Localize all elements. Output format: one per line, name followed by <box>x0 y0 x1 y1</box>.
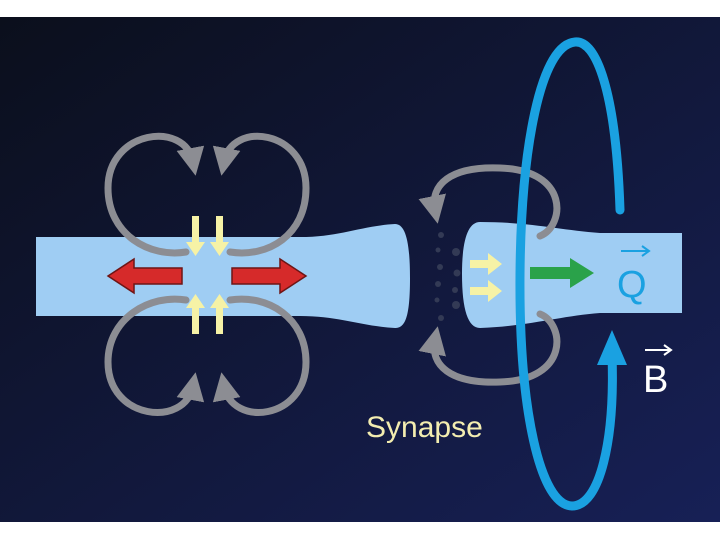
synapse-label: Synapse <box>366 411 483 444</box>
left-arrow-icon <box>106 257 183 295</box>
current-loop-synapse-lower <box>418 310 561 386</box>
right-arrow-icon <box>470 253 502 275</box>
up-arrow-icon <box>186 294 205 334</box>
right-arrow-icon <box>470 280 502 302</box>
current-loop-upper-right <box>212 132 310 257</box>
current-loop-synapse-upper <box>418 164 561 240</box>
vesicle <box>452 301 460 309</box>
current-loop-lower-right <box>212 295 310 416</box>
q-vector-letter: Q <box>617 264 647 306</box>
axon-presynaptic <box>36 224 410 328</box>
vesicle <box>434 297 440 303</box>
current-dipole-arrow <box>530 258 594 288</box>
vector-arrow-icon <box>645 344 673 356</box>
down-arrow-icon <box>186 216 205 256</box>
b-vector-label: B <box>643 344 673 401</box>
magnetic-field-loop <box>515 37 625 511</box>
vector-arrow-icon <box>621 245 651 257</box>
right-arrow-icon <box>231 257 308 295</box>
b-vector-letter: B <box>643 359 668 401</box>
vesicle <box>452 248 460 256</box>
vesicle <box>435 247 441 253</box>
current-loops-left <box>104 132 310 416</box>
vesicle <box>438 315 444 321</box>
current-loops-synapse <box>418 164 561 386</box>
magnetic-field-arrowhead <box>597 330 627 365</box>
vesicle <box>452 287 458 293</box>
vesicle <box>453 269 461 277</box>
down-arrow-icon <box>210 216 229 256</box>
current-loop-lower-left <box>104 295 205 416</box>
vesicle <box>437 264 443 270</box>
up-arrow-icon <box>210 294 229 334</box>
ion-inflow-arrows-synapse <box>470 253 502 302</box>
vesicle <box>435 281 441 287</box>
magnetic-field-front <box>515 270 617 511</box>
magnetic-field-back <box>515 37 625 280</box>
vesicles <box>434 232 461 321</box>
current-loop-upper-left <box>104 132 205 257</box>
ion-outflow-arrows <box>106 257 308 295</box>
q-vector-label: Q <box>617 245 651 306</box>
vesicle <box>438 232 444 238</box>
ion-inflow-arrows-left <box>186 216 229 334</box>
